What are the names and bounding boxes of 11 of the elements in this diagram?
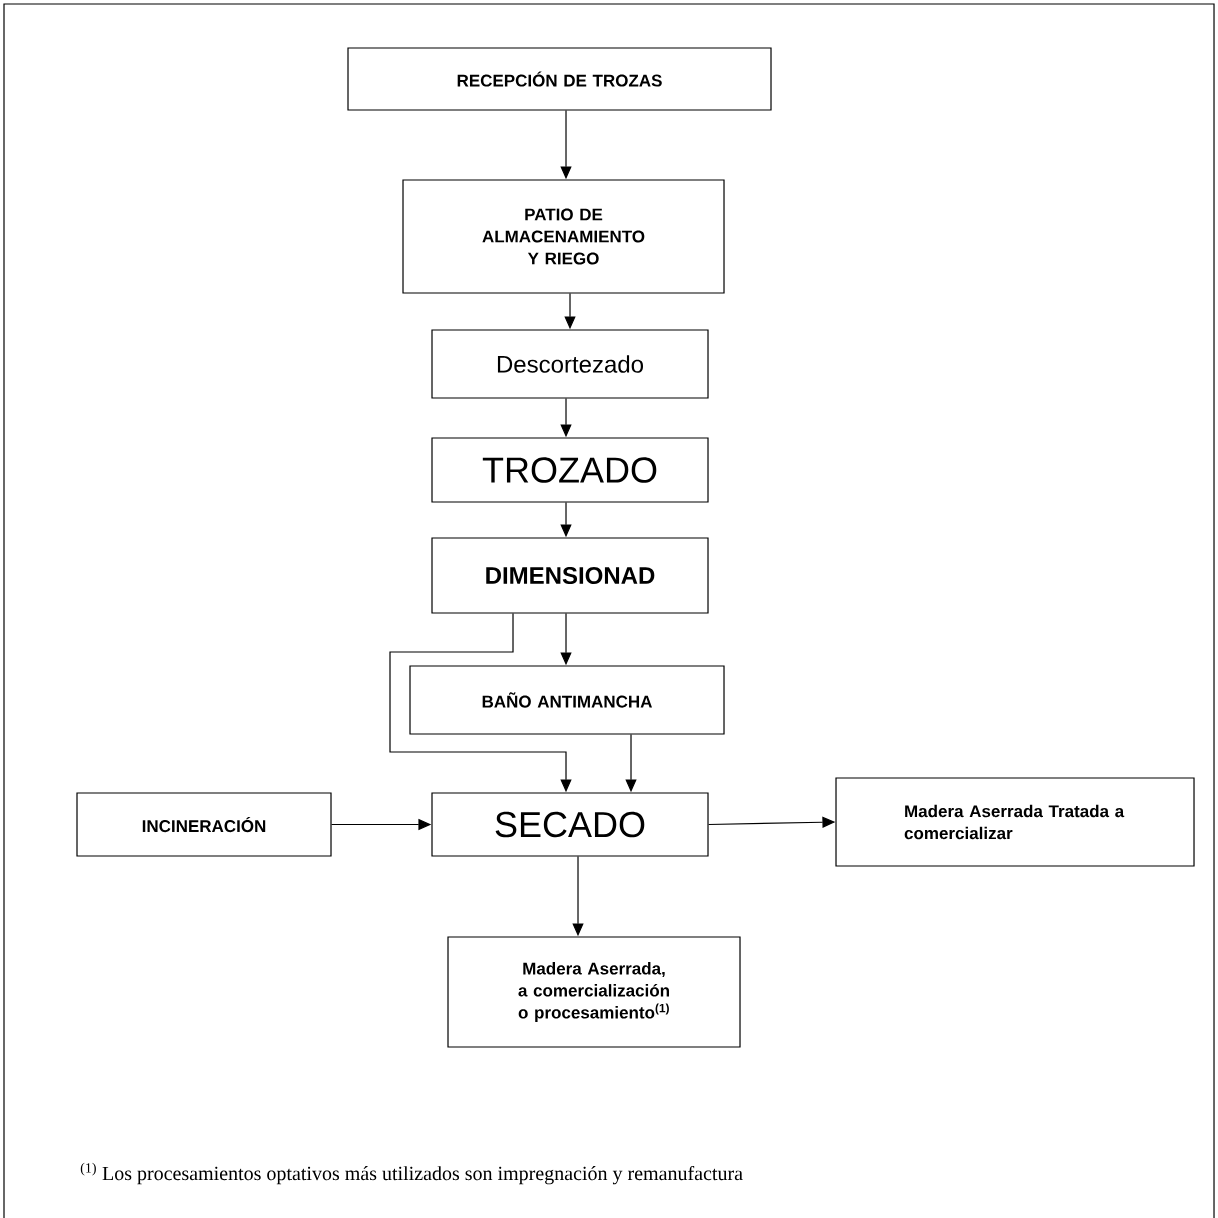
- process-box: Descortezado: [431, 329, 709, 399]
- process-box: PATIO DE ALMACENAMIENTO Y RIEGO: [402, 179, 725, 294]
- process-box: SECADO: [431, 792, 709, 857]
- process-box: Madera Aserrada, a comercialización o procesamiento$^{(1)}$: [447, 936, 741, 1048]
- process-box: Madera Aserrada Tratada a comercializar: [835, 777, 1195, 867]
- process-box: INCINERACIÓN: [76, 792, 332, 857]
- process-box: BAÑO ANTIMANCHA: [409, 665, 725, 735]
- footnote: $^{(1)}$ Los procesamientos optativos más utilizados son impregnación y remanufactura: [80, 1162, 743, 1185]
- process-box: DIMENSIONAD: [431, 537, 709, 614]
- process-box: RECEPCIÓN DE TROZAS: [347, 47, 772, 111]
- process-box: TROZADO: [431, 437, 709, 503]
